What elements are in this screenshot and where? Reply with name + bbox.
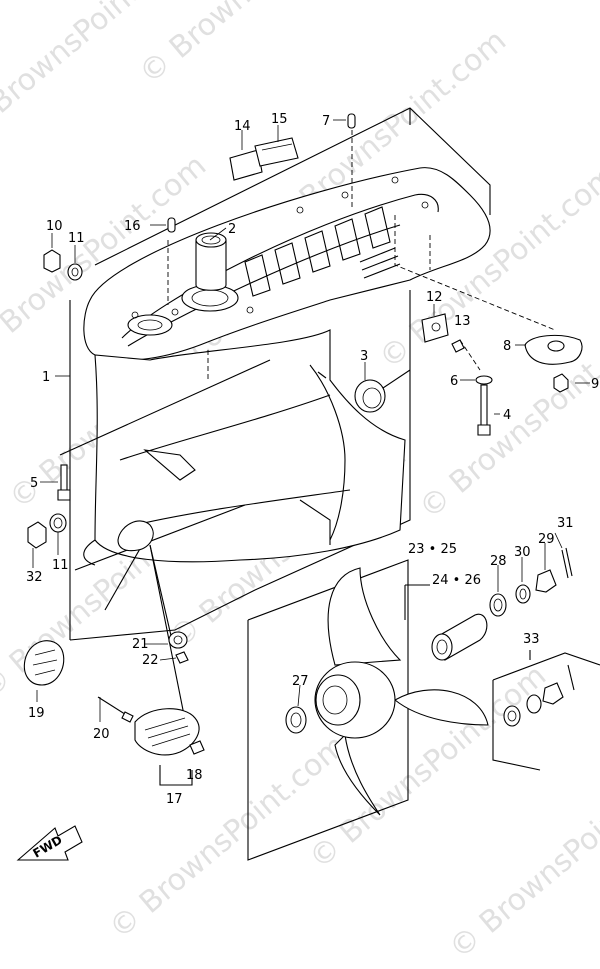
callout-9: 9	[591, 377, 599, 392]
callout-32: 32	[26, 570, 43, 585]
callout-5: 5	[30, 476, 38, 491]
pins	[167, 113, 356, 233]
callout-1: 1	[42, 370, 50, 385]
leader-lines	[59, 130, 556, 746]
callout-18: 18	[186, 768, 203, 783]
part-33-kit	[492, 650, 600, 771]
part-14-15-plates	[229, 137, 299, 181]
callout-22: 22	[142, 653, 159, 668]
part-32-11-plug	[27, 513, 67, 549]
callout-28: 28	[490, 554, 507, 569]
callout-6: 6	[450, 374, 458, 389]
part-8-9-trim-tab	[524, 334, 583, 393]
part-20-bolt	[97, 696, 134, 723]
part-12-13-anode	[421, 313, 465, 353]
callout-16: 16	[124, 219, 141, 234]
part-4-6-bolt	[475, 375, 493, 436]
part-3-seal	[354, 379, 386, 413]
callout-30: 30	[514, 545, 531, 560]
callout-4: 4	[503, 408, 511, 423]
leg-anode	[117, 520, 154, 552]
watermark: © BrownsPoint.com	[103, 728, 353, 946]
watermark: © BrownsPoint.com	[443, 748, 600, 966]
gear-case-assembly	[69, 107, 491, 641]
part-27-propeller	[285, 567, 489, 816]
part-17-18-anode	[134, 708, 205, 786]
callout-33: 33	[523, 632, 540, 647]
callout-15: 15	[271, 112, 288, 127]
callout-13: 13	[454, 314, 471, 329]
fwd-arrow-icon: FWD	[16, 825, 83, 861]
part-21-22	[168, 631, 189, 664]
callout-2: 2	[228, 222, 236, 237]
callouts: 1 2 3 4 5 6 7 8 9 10 11 11 12 13 14 15 1…	[26, 112, 599, 807]
callout-29: 29	[538, 532, 555, 547]
callout-8: 8	[503, 339, 511, 354]
part-10-11-plug	[43, 249, 83, 281]
part-24-26-bushing	[431, 613, 488, 661]
callout-21: 21	[132, 637, 149, 652]
callout-10: 10	[46, 219, 63, 234]
callout-12: 12	[426, 290, 443, 305]
callout-20: 20	[93, 727, 110, 742]
watermark: © BrownsPoint.com	[133, 0, 383, 91]
callout-23-25: 23 • 25	[408, 542, 457, 557]
callout-24-26: 24 • 26	[432, 573, 481, 588]
callout-leaders	[32, 119, 590, 722]
callout-31: 31	[557, 516, 574, 531]
parts-28-31	[489, 547, 573, 617]
callout-11a: 11	[68, 231, 85, 246]
callout-3: 3	[360, 349, 368, 364]
callout-19: 19	[28, 706, 45, 721]
part-19-nose-cone	[23, 640, 65, 686]
callout-11b: 11	[52, 558, 69, 573]
callout-17: 17	[166, 792, 183, 807]
callout-27: 27	[292, 674, 309, 689]
callout-14: 14	[234, 119, 251, 134]
part-5-bolt	[57, 464, 71, 501]
callout-7: 7	[322, 114, 330, 129]
